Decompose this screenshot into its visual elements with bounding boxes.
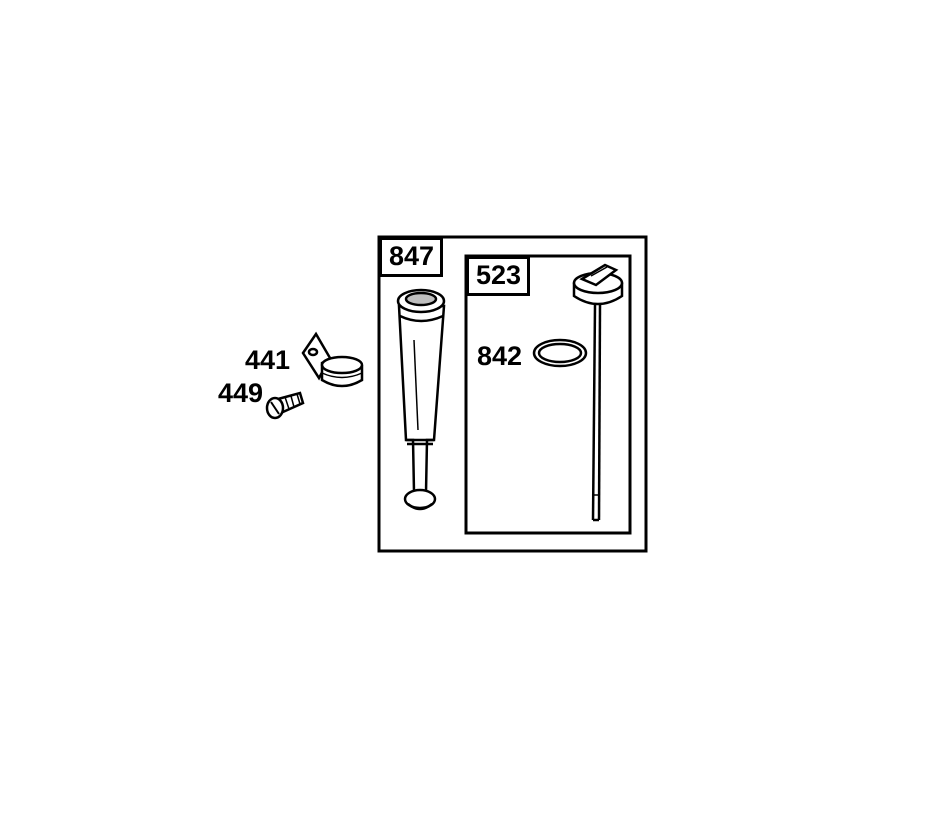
dipstick-tube-drawing (396, 288, 446, 511)
screw-drawing (265, 391, 305, 420)
part-number-523: 523 (466, 256, 531, 296)
part-number-847: 847 (379, 237, 444, 277)
clamp-drawing (301, 331, 364, 388)
part-number-842: 842 (477, 341, 523, 371)
kit-frame-523 (464, 254, 632, 535)
part-number-441: 441 (245, 345, 291, 375)
o-ring-drawing (532, 338, 588, 368)
part-number-449: 449 (218, 378, 264, 408)
dipstick-drawing (572, 263, 624, 522)
assembly-frame-847 (377, 235, 648, 553)
